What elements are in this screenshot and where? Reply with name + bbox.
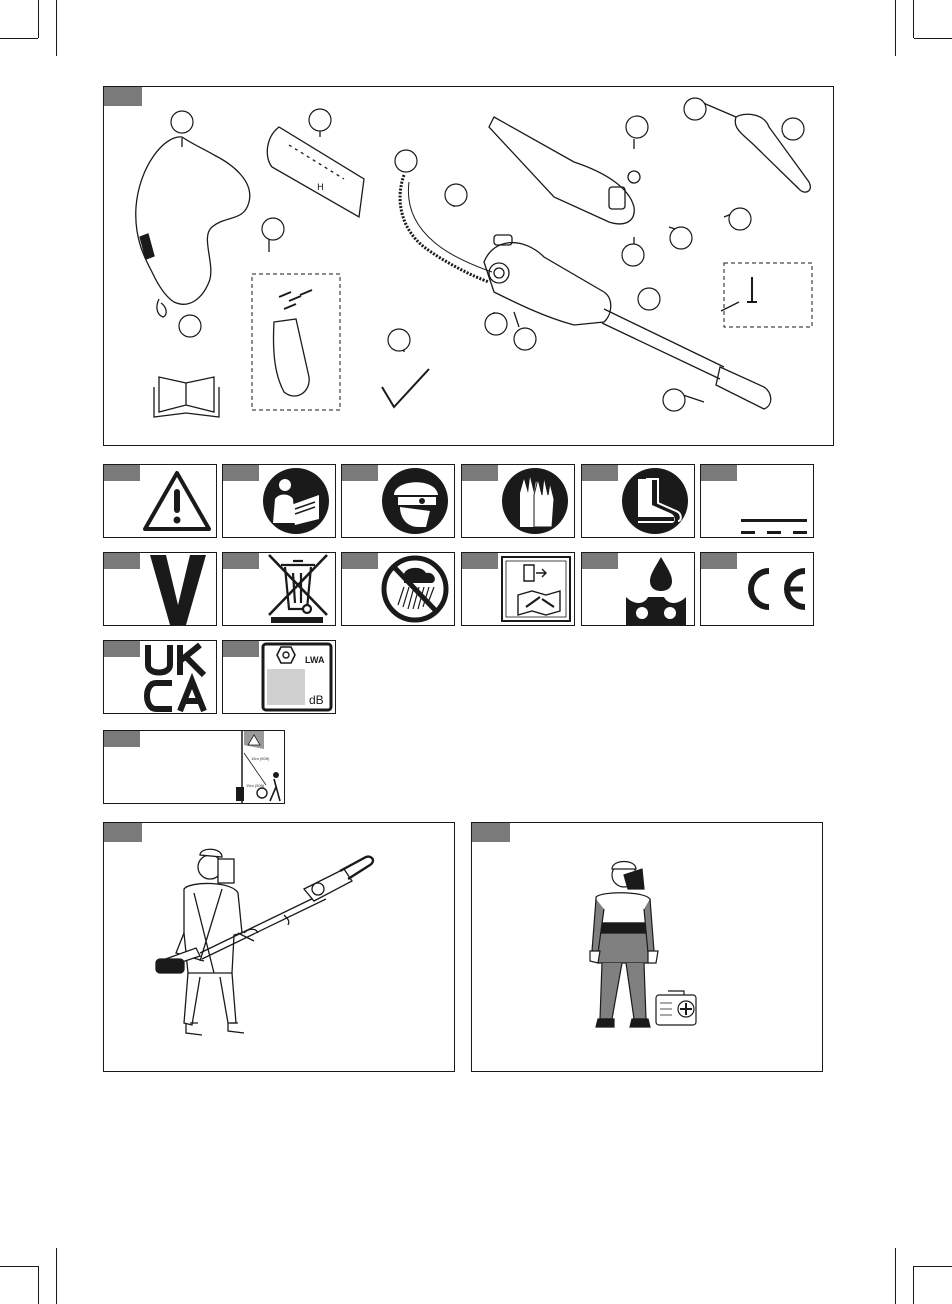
symbol-warning [103, 464, 217, 538]
callout-14 [514, 328, 536, 350]
operator-illustration-panel [103, 822, 455, 1072]
operator-manual-icon [159, 377, 214, 412]
callout-13 [485, 313, 507, 335]
product-contents-figure: H [103, 86, 834, 446]
callout-8 [782, 118, 804, 140]
hex-key-icon [382, 369, 429, 407]
callout-10 [622, 244, 644, 266]
gloves-icon [462, 465, 574, 537]
callout-6 [626, 116, 648, 138]
spare-parts-kit-box [252, 274, 340, 410]
distance-label-1: 15m (50ft) [251, 756, 269, 761]
distance-label-2: 15m (50ft) [246, 783, 264, 788]
callout-3 [395, 150, 417, 172]
callout-9 [670, 227, 692, 249]
shaft-icon [602, 309, 724, 379]
svg-text:H: H [317, 183, 324, 193]
oil-drop-icon [582, 553, 694, 625]
product-contents-drawing: H [104, 87, 833, 445]
ce-icon [701, 553, 813, 625]
volt-icon [104, 553, 216, 625]
ppe-first-aid-icon [472, 823, 822, 1071]
sound-power-label: LWA [305, 655, 325, 665]
ppe-illustration-panel [471, 822, 823, 1072]
symbol-head-protection [341, 464, 455, 538]
ukca-icon [104, 641, 216, 713]
symbol-weee [222, 552, 336, 626]
callout-17 [663, 389, 685, 411]
helmet-visor-icon [342, 465, 454, 537]
symbol-boots [581, 464, 695, 538]
callout-15 [388, 329, 410, 351]
symbol-chain-oil [581, 552, 695, 626]
callout-1 [171, 111, 193, 133]
bar-guard-icon [267, 127, 364, 217]
power-head-icon [484, 243, 611, 325]
direct-current-icon [701, 465, 813, 537]
safety-distance-panel: 15m (50ft) 15m (50ft) [103, 730, 285, 804]
callout-11 [729, 208, 751, 230]
bolt-kit-box [724, 263, 812, 327]
callout-7 [684, 98, 706, 120]
boots-icon [582, 465, 694, 537]
motor-unit-icon [489, 117, 634, 224]
grip-handle-icon [716, 367, 771, 409]
callout-5 [262, 218, 284, 240]
symbol-no-rain [341, 552, 455, 626]
symbol-ce [700, 552, 814, 626]
symbol-maintenance [461, 552, 575, 626]
crossed-bin-icon [223, 553, 335, 625]
symbol-ukca [103, 640, 217, 714]
callout-4 [445, 184, 467, 206]
safety-distance-icon [104, 731, 284, 803]
warning-triangle-icon [104, 465, 216, 537]
no-rain-icon [342, 553, 454, 625]
read-manual-icon [223, 465, 335, 537]
symbol-volts [103, 552, 217, 626]
symbol-dc-current [700, 464, 814, 538]
callout-2 [309, 109, 331, 131]
shoulder-strap-icon [136, 137, 250, 304]
callout-12 [638, 288, 660, 310]
sound-power-unit: dB [309, 693, 324, 707]
handle-grip-icon [273, 319, 309, 396]
symbol-gloves [461, 464, 575, 538]
callout-16 [179, 315, 201, 337]
symbol-read-manual [222, 464, 336, 538]
maintenance-book-icon [462, 553, 574, 625]
operator-pole-saw-icon [104, 823, 454, 1071]
symbol-sound-power: LWA dB [222, 640, 336, 714]
